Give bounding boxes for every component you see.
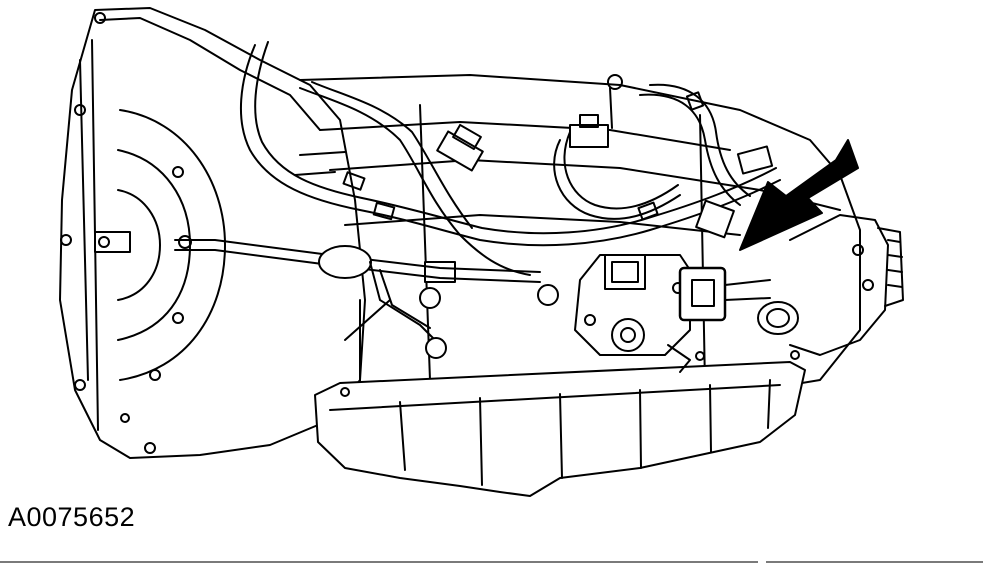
bottom-rule-break (758, 560, 766, 564)
oil-pan (314, 350, 806, 497)
sensor-connectors (419, 74, 774, 309)
torque-converter (94, 109, 226, 381)
shift-linkage (174, 239, 541, 359)
arrow-icon (739, 139, 859, 251)
extension-housing (757, 214, 904, 356)
wiring-harness (240, 41, 781, 276)
bottom-rule (0, 561, 983, 563)
figure-id-label: A0075652 (8, 502, 136, 532)
transmission-illustration (59, 7, 904, 497)
range-sensor (574, 254, 771, 373)
